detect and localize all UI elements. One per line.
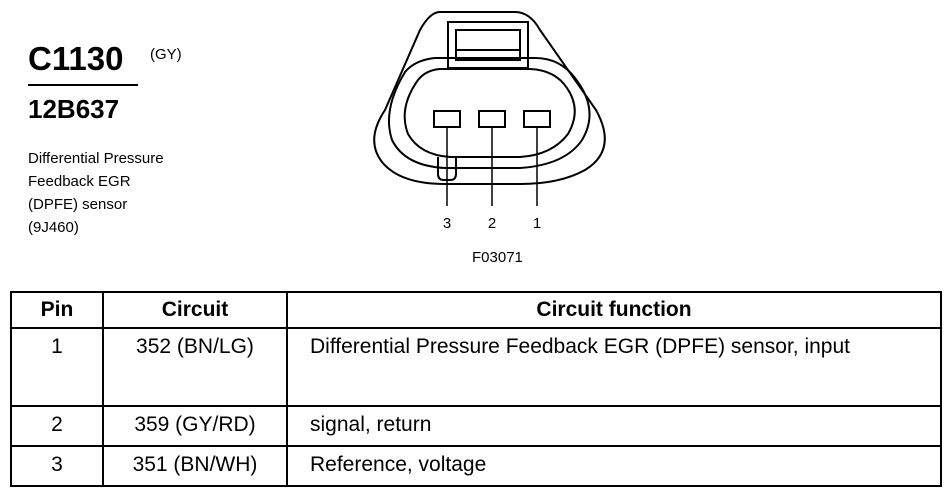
connector-body: [373, 11, 606, 185]
connector-color: (GY): [150, 46, 182, 63]
function-cell: Reference, voltage: [286, 445, 942, 487]
pin-cell: 1: [10, 327, 104, 407]
description-line-3: (DPFE) sensor: [28, 196, 128, 213]
table-row: 1 352 (BN/LG) Differential Pressure Feed…: [10, 327, 942, 407]
pin-cell: 2: [10, 405, 104, 447]
header-pin: Pin: [10, 291, 104, 329]
title-underline: [28, 84, 138, 86]
connector-code: C1130: [28, 40, 124, 77]
pin-cell: 3: [10, 445, 104, 487]
description-line-2: Feedback EGR: [28, 173, 131, 190]
table-row: 2 359 (GY/RD) signal, return: [10, 405, 942, 447]
pin-3-terminal: [433, 110, 461, 128]
connector-diagram: 3 2 1: [373, 11, 606, 232]
figure-id: F03071: [472, 249, 523, 266]
header-circuit: Circuit: [102, 291, 288, 329]
function-cell: Differential Pressure Feedback EGR (DPFE…: [286, 327, 942, 407]
circuit-cell: 351 (BN/WH): [102, 445, 288, 487]
description-line-1: Differential Pressure: [28, 150, 164, 167]
description-line-4: (9J460): [28, 219, 79, 236]
table-row: 3 351 (BN/WH) Reference, voltage: [10, 445, 942, 487]
header-function: Circuit function: [286, 291, 942, 329]
pin-label-3: 3: [443, 215, 451, 232]
circuit-cell: 352 (BN/LG): [102, 327, 288, 407]
function-cell: signal, return: [286, 405, 942, 447]
pin-label-1: 1: [533, 215, 541, 232]
pin-label-2: 2: [488, 215, 496, 232]
pin-1-terminal: [523, 110, 551, 128]
part-number: 12B637: [28, 94, 120, 124]
table-header-row: Pin Circuit Circuit function: [10, 291, 942, 329]
pin-2-terminal: [478, 110, 506, 128]
circuit-cell: 359 (GY/RD): [102, 405, 288, 447]
pinout-table: Pin Circuit Circuit function 1 352 (BN/L…: [10, 291, 942, 487]
